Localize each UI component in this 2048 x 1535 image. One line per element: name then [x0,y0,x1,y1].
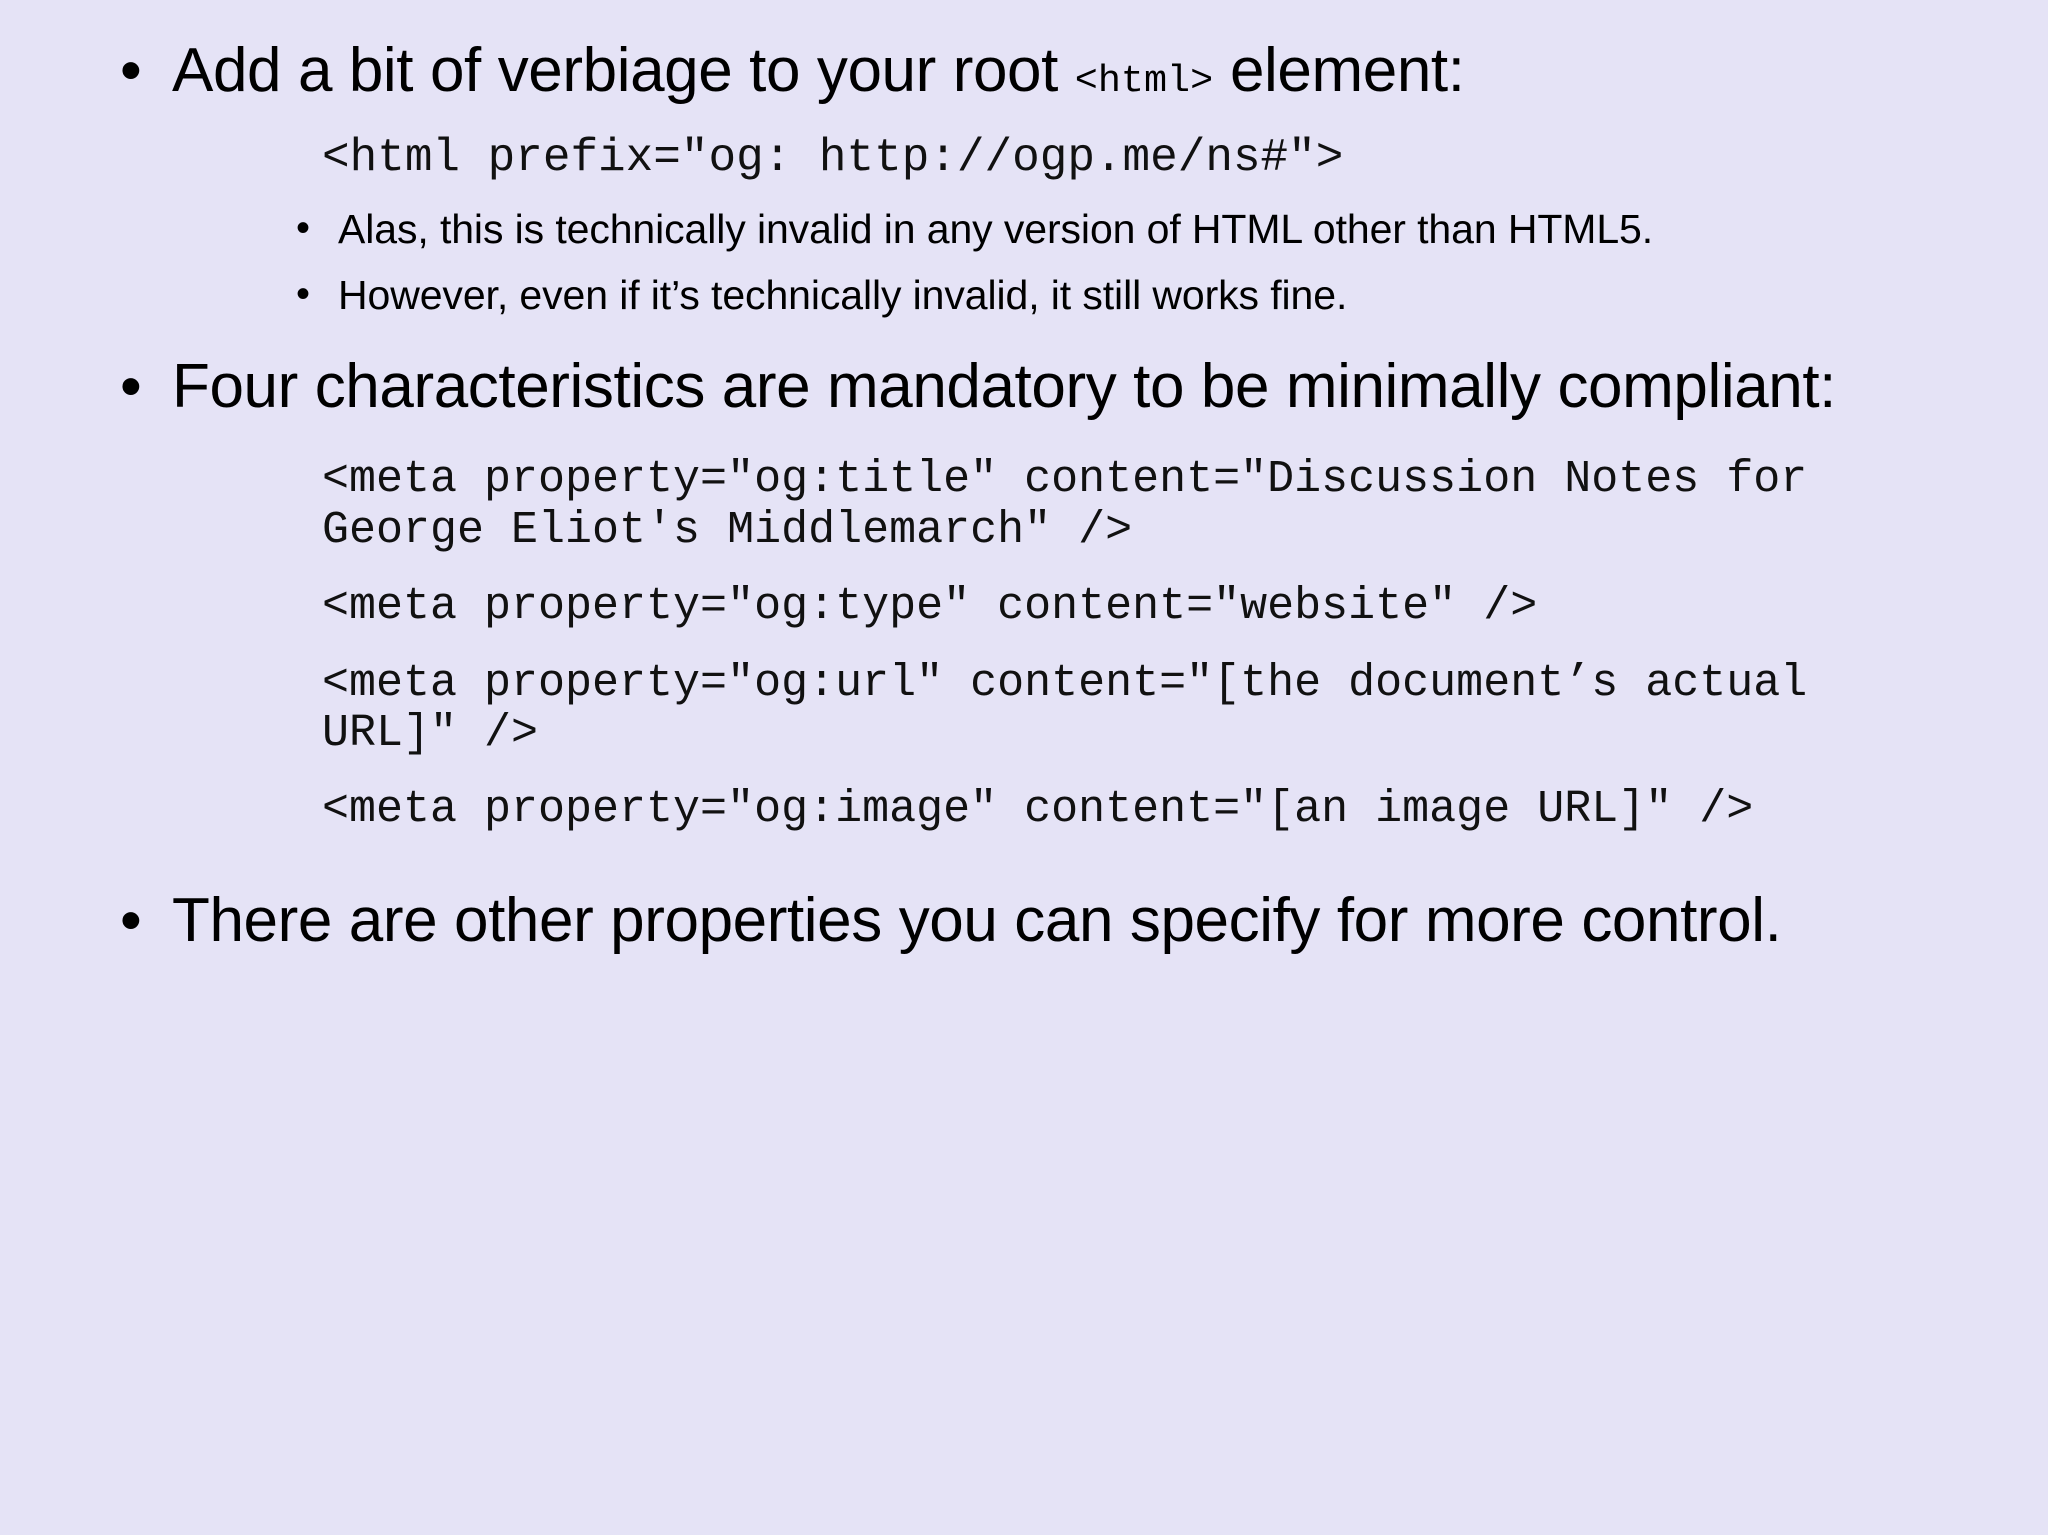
bullet-marker: • [120,36,142,105]
code-block-meta-tags: <meta property="og:title" content="Discu… [322,455,1932,835]
bullet-text-other-properties: There are other properties you can speci… [172,885,1782,955]
subbullet-item-alas: • Alas, this is technically invalid in a… [290,206,1988,254]
bullet-text-prefix: Add a bit of verbiage to your root [172,36,1075,105]
code-line-html-prefix: <html prefix="og: http://ogp.me/ns#"> [322,131,1344,184]
subbullet-text-alas: Alas, this is technically invalid in any… [338,206,1654,253]
bullet-marker: • [296,206,311,251]
bullet-text-add-verbiage: Add a bit of verbiage to your root <html… [172,36,1988,105]
code-line-og-title: <meta property="og:title" content="Discu… [322,454,1835,556]
bullet-marker: • [120,352,142,422]
bullet-item-add-verbiage: • Add a bit of verbiage to your root <ht… [112,36,1988,105]
subbullet-text-however: However, even if it’s technically invali… [338,272,1348,319]
code-line-og-url: <meta property="og:url" content="[the do… [322,657,1835,759]
inline-code-html-tag: <html> [1074,59,1214,103]
bullet-marker: • [296,272,311,317]
bullet-text-four-characteristics: Four characteristics are mandatory to be… [172,352,1837,422]
bullet-item-four-characteristics: • Four characteristics are mandatory to … [112,352,1988,422]
bullet-marker: • [120,885,142,955]
code-line-og-type: <meta property="og:type" content="websit… [322,581,1538,633]
subbullet-item-however: • However, even if it’s technically inva… [290,272,1988,320]
bullet-text-suffix: element: [1213,36,1465,105]
bullet-item-other-properties: • There are other properties you can spe… [112,885,1988,955]
code-line-og-image: <meta property="og:image" content="[an i… [322,784,1754,836]
